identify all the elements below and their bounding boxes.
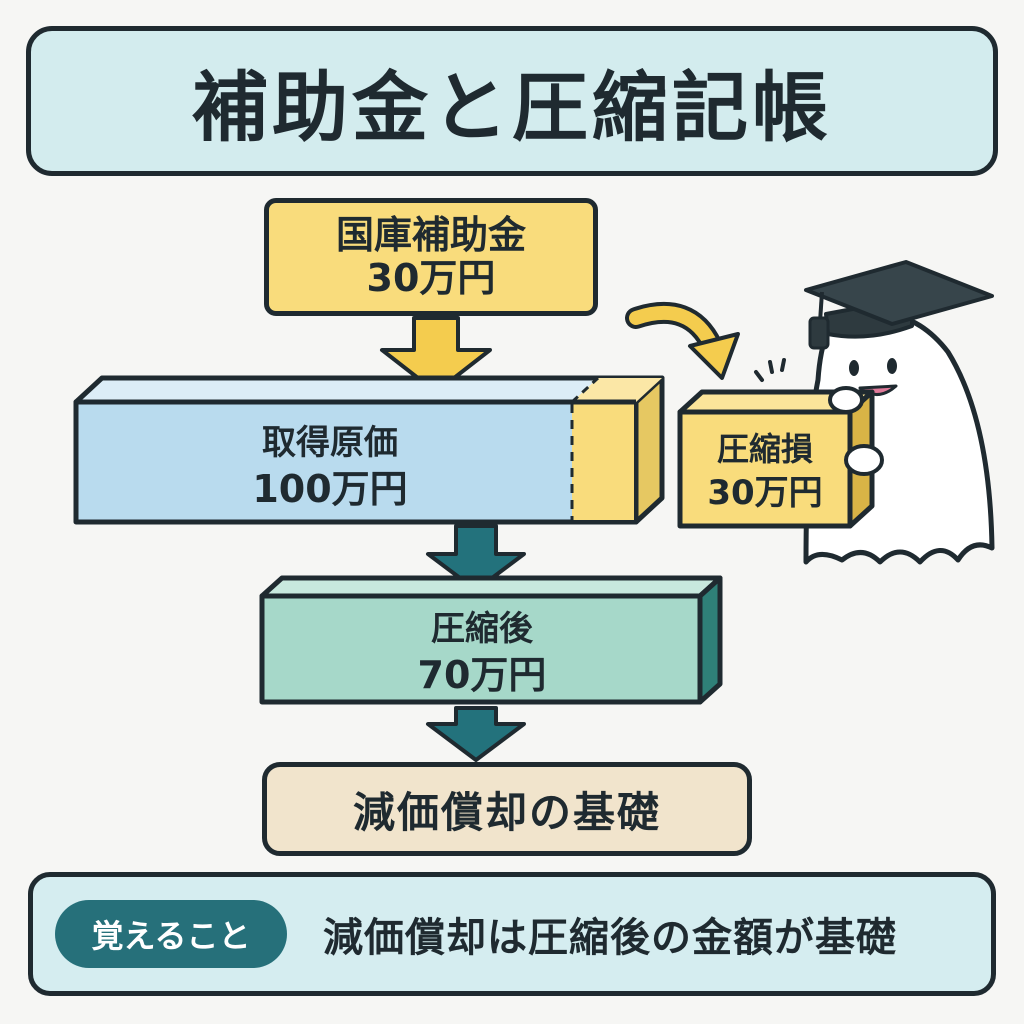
mortarboard-icon	[804, 260, 994, 350]
memo-tag: 覚えること	[55, 900, 287, 968]
acquisition-amount: 100万円	[252, 467, 407, 511]
after-compression-bar: 圧縮後 70万円	[259, 575, 723, 705]
acquisition-label: 取得原価	[262, 423, 398, 463]
acquisition-bar: 取得原価 100万円	[73, 375, 665, 525]
subsidy-box: 国庫補助金 30万円	[264, 198, 598, 316]
depreciation-base-box: 減価償却の基礎	[262, 762, 752, 856]
arrow-down-teal-icon	[426, 524, 526, 592]
subsidy-amount: 30万円	[366, 256, 496, 300]
subsidy-label: 国庫補助金	[335, 213, 526, 258]
memo-text: 減価償却は圧縮後の金額が基礎	[323, 915, 897, 961]
curved-arrow-icon	[625, 301, 740, 380]
compression-loss-box: 圧縮損 30万円	[677, 389, 875, 529]
title-banner: 補助金と圧縮記帳	[26, 26, 998, 176]
depreciation-base-label: 減価償却の基礎	[352, 787, 661, 837]
ghost-hands	[828, 386, 884, 476]
memo-box: 覚えること 減価償却は圧縮後の金額が基礎	[28, 872, 996, 996]
arrow-down-yellow-icon	[380, 316, 492, 394]
after-amount: 70万円	[418, 653, 547, 697]
arrow-down-teal-icon	[426, 706, 526, 762]
compression-loss-label: 圧縮損	[717, 430, 813, 468]
page-title: 補助金と圧縮記帳	[192, 63, 832, 152]
compression-loss-amount: 30万円	[707, 473, 822, 513]
after-label: 圧縮後	[431, 609, 534, 649]
